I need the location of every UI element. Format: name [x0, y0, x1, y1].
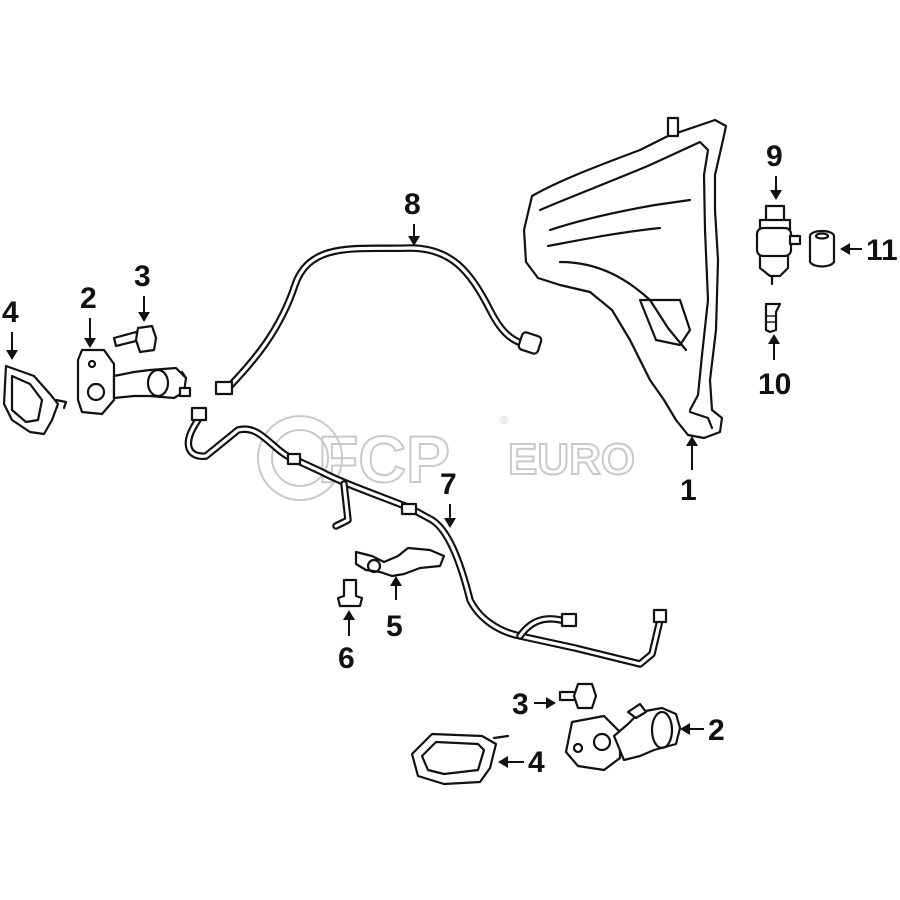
callout-4-right-number: 4 [528, 746, 545, 779]
callout-10: 10 [758, 334, 791, 401]
watermark-brand: FCP [318, 422, 450, 496]
lower-hose [184, 406, 668, 668]
watermark-ring-outer [257, 415, 343, 501]
callout-11: 11 [840, 234, 898, 267]
callout-6: 6 [338, 610, 355, 675]
callout-11-number: 11 [866, 234, 898, 267]
callout-3-left-number: 3 [134, 260, 151, 293]
nozzle-cover-right [410, 732, 510, 786]
callout-1-number: 1 [680, 474, 697, 507]
watermark-registered: ® [500, 415, 508, 427]
callout-4-left: 4 [2, 296, 19, 360]
callout-5: 5 [386, 576, 403, 643]
bolt-left [112, 324, 158, 354]
callout-7-number: 7 [440, 468, 457, 501]
watermark: FCP ® EURO [257, 415, 636, 501]
washer-reservoir [522, 116, 728, 440]
callout-2-right: 2 [680, 714, 725, 747]
bolt-right [558, 682, 598, 710]
callout-3-right-number: 3 [512, 688, 529, 721]
headlamp-washer-nozzle-right [564, 702, 682, 772]
callout-8-number: 8 [404, 188, 421, 221]
watermark-ring-inner [271, 429, 329, 487]
headlamp-washer-nozzle-left [76, 348, 192, 416]
grommet [764, 302, 782, 334]
callout-2-left-number: 2 [80, 282, 97, 315]
callout-9: 9 [766, 140, 783, 200]
callout-4-left-number: 4 [2, 296, 19, 329]
callout-10-number: 10 [758, 368, 791, 401]
callout-2-right-number: 2 [708, 714, 725, 747]
callout-3-left: 3 [134, 260, 151, 322]
callout-4-right: 4 [498, 746, 545, 779]
callout-5-number: 5 [386, 610, 403, 643]
watermark-suffix: EURO [508, 435, 635, 484]
callout-8: 8 [404, 188, 421, 246]
callout-6-number: 6 [338, 642, 355, 675]
hose-connector [354, 546, 446, 578]
callout-3-right: 3 [512, 688, 556, 721]
upper-hose [214, 244, 543, 396]
callout-1: 1 [680, 436, 698, 507]
callout-9-number: 9 [766, 140, 783, 173]
seal [808, 229, 836, 268]
nozzle-cover-left [2, 364, 68, 436]
callout-2-left: 2 [80, 282, 97, 348]
clip [336, 578, 364, 608]
callout-7: 7 [440, 468, 457, 528]
washer-pump [755, 204, 802, 286]
